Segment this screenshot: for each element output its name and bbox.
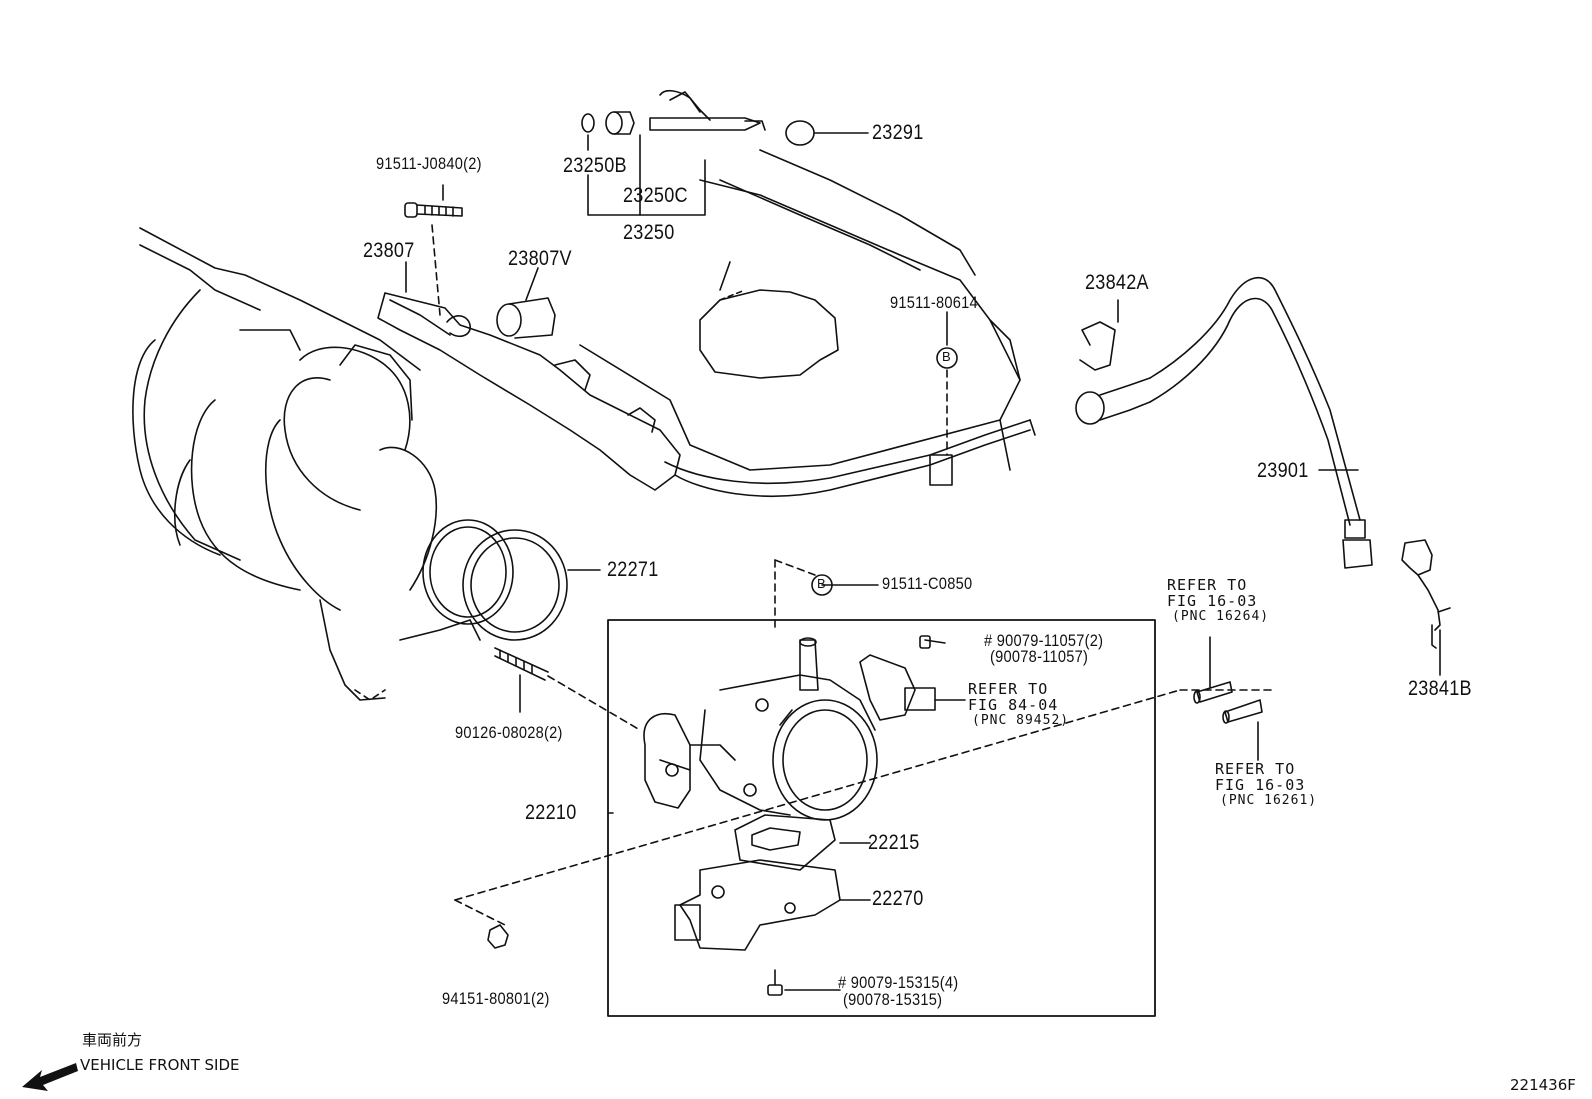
fuel-rail-shape [377, 292, 1036, 497]
part-label-23807v: 23807V [508, 247, 572, 270]
leader-lines [405, 132, 1441, 814]
part-label-23250: 23250 [623, 221, 675, 244]
figure-code: 221436F [1510, 1076, 1576, 1094]
part-label-23291: 23291 [872, 121, 924, 144]
connector-shape-23841b [1401, 539, 1451, 649]
vehicle-front-arrow-icon [22, 1063, 78, 1091]
refer-note-1-line2: FIG 16-03 [1167, 592, 1258, 610]
part-label-23807: 23807 [363, 239, 415, 262]
part-label-90079-11057: # 90079-11057(2) [984, 631, 1104, 650]
injector-parts-shapes [581, 89, 815, 216]
stud-shape [494, 647, 641, 731]
part-label-90078-15315: (90078-15315) [843, 990, 943, 1009]
part-label-22210: 22210 [525, 801, 577, 824]
part-label-90079-15315: # 90079-15315(4) [838, 973, 959, 992]
bolt-shape-j0840 [404, 202, 463, 316]
part-label-23901: 23901 [1257, 459, 1309, 482]
refer-note-2-line3: (PNC 89452) [972, 713, 1070, 728]
b-marker-circles [811, 347, 958, 596]
part-label-22271: 22271 [607, 558, 659, 581]
nut-and-dashed-guides [454, 559, 1276, 949]
refer-note-1-line1: REFER TO [1167, 576, 1248, 594]
part-label-22270: 22270 [872, 887, 924, 910]
part-label-91511-c0850: 91511-C0850 [882, 574, 973, 593]
engine-intake-outline [132, 227, 481, 701]
gasket-shape-22271 [422, 519, 601, 641]
refer-note-1-line3: (PNC 16264) [1172, 609, 1270, 624]
throttle-body-shape [643, 635, 966, 821]
refer-note-3-line2: FIG 16-03 [1215, 776, 1306, 794]
part-label-23250c: 23250C [623, 184, 688, 207]
head-cover-outline [579, 149, 1021, 471]
refer-note-3-line1: REFER TO [1215, 760, 1296, 778]
vehicle-front-label-en: VEHICLE FRONT SIDE [80, 1056, 240, 1074]
part-label-22215: 22215 [868, 831, 920, 854]
part-label-94151-80801: 94151-80801(2) [442, 989, 550, 1008]
refer-note-3-line3: (PNC 16261) [1220, 793, 1318, 808]
part-label-23842a: 23842A [1085, 271, 1149, 294]
part-label-91511-j0840: 91511-J0840(2) [376, 154, 482, 173]
hose-stub-shapes [1193, 636, 1263, 761]
isc-valve-shape [674, 814, 871, 996]
hose-and-clamp-shapes [1075, 276, 1373, 569]
refer-note-2-line1: REFER TO [968, 680, 1049, 698]
part-label-90126-08028: 90126-08028(2) [455, 723, 563, 742]
throttle-body-frame [607, 619, 1156, 1017]
refer-note-2-line2: FIG 84-04 [968, 696, 1059, 714]
part-label-90078-11057: (90078-11057) [990, 647, 1089, 666]
vehicle-front-label-jp: 車両前方 [82, 1031, 143, 1049]
b-marker-label-1: B [942, 349, 951, 364]
part-label-91511-80614: 91511-80614 [890, 293, 978, 312]
b-marker-label-2: B [817, 576, 826, 591]
part-label-23841b: 23841B [1408, 677, 1472, 700]
part-label-23250b: 23250B [563, 154, 627, 177]
grommet-shape-23807v [496, 297, 556, 339]
